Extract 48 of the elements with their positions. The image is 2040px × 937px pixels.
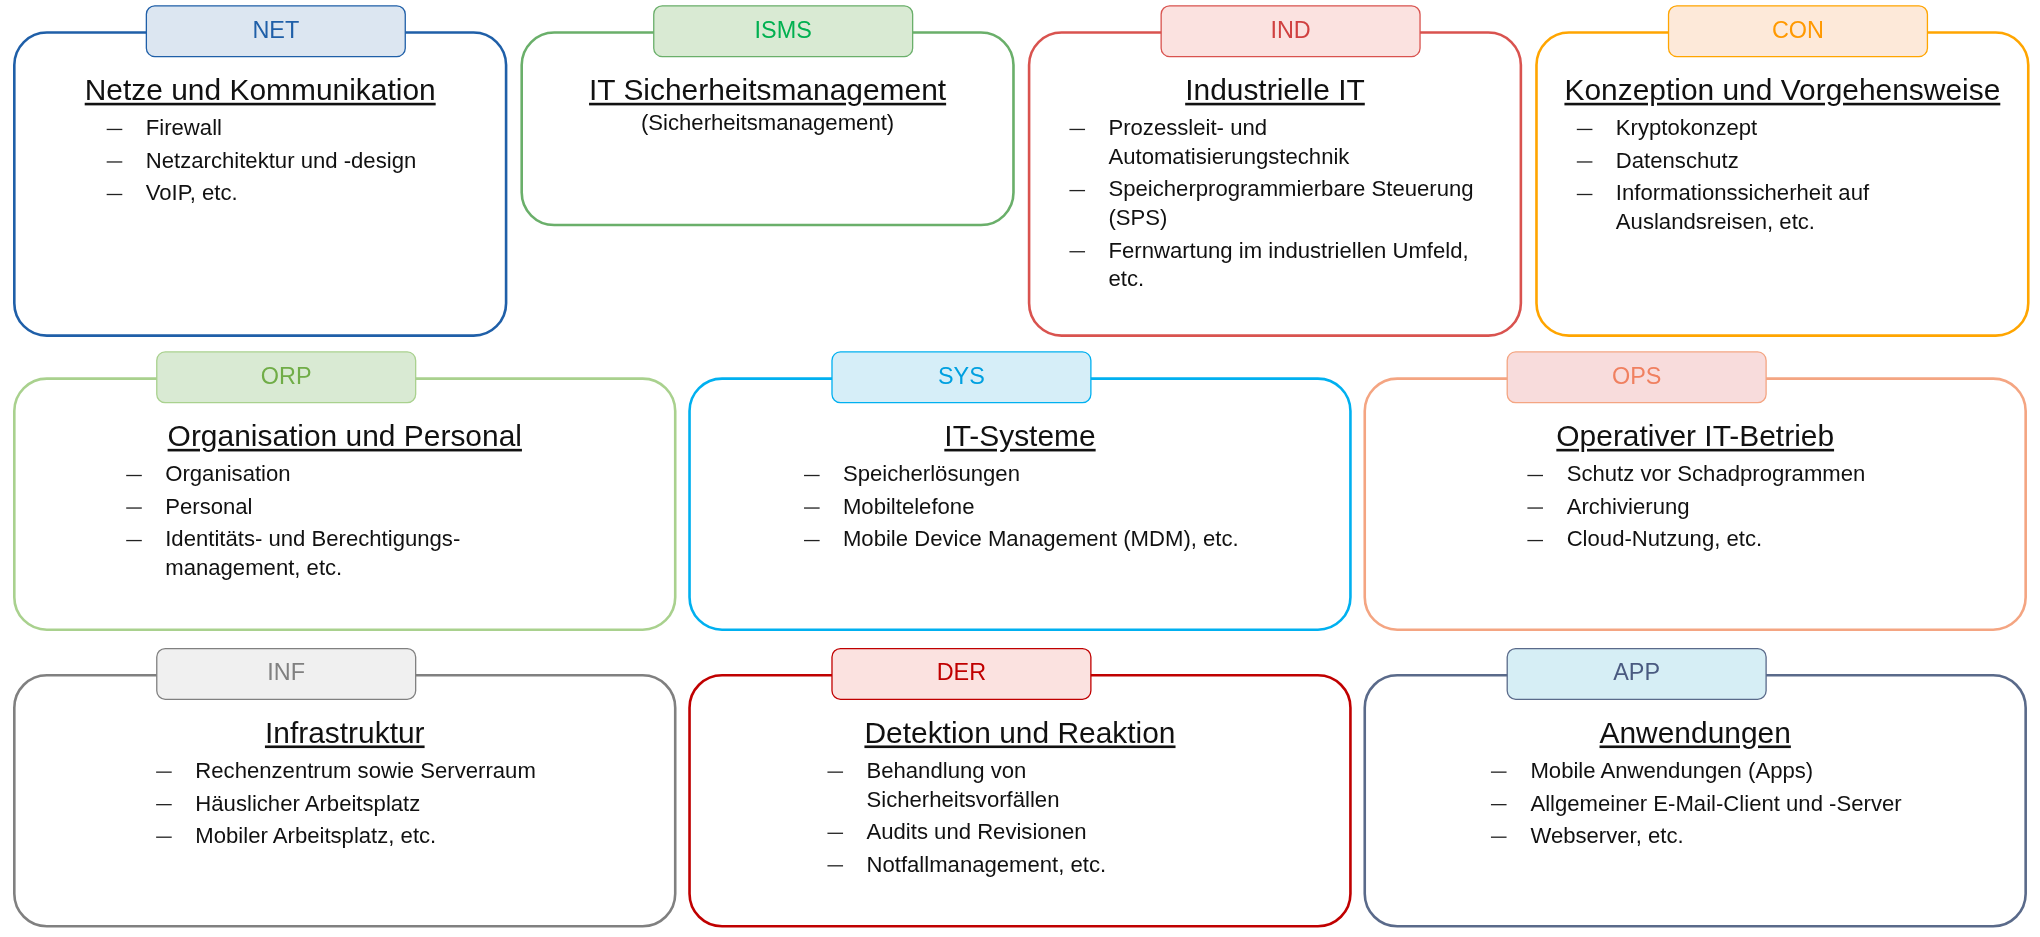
card-title: Industrielle IT	[1185, 72, 1365, 108]
category-tab: IND	[1160, 5, 1421, 58]
category-tab: DER	[831, 647, 1092, 700]
list-item: VoIP, etc.	[104, 179, 417, 209]
list-item: Firewall	[104, 114, 417, 144]
card-title: Anwendungen	[1599, 715, 1791, 751]
card-title: Detektion und Reaktion	[864, 715, 1176, 751]
category-tab: SYS	[831, 351, 1092, 404]
list-item: Mobiler Arbeitsplatz, etc.	[153, 822, 536, 851]
card-title: Organisation und Personal	[167, 418, 522, 455]
card-title: Netze und Kommunikation	[84, 72, 436, 108]
list-item: Cloud-Nutzung, etc.	[1525, 525, 1866, 555]
category-tab: APP	[1506, 647, 1767, 700]
list-item: Notfallmanagement, etc.	[824, 850, 1216, 880]
list-item: Prozessleit- und Automatisierungstechnik	[1066, 114, 1484, 172]
category-tab: ISMS	[653, 5, 914, 58]
category-tab: CON	[1667, 5, 1929, 58]
list-item: Personal	[123, 493, 566, 522]
list-item: Audits und Revisionen	[824, 818, 1216, 847]
list-item: Fernwartung im industriellen Umfeld, etc.	[1066, 236, 1484, 295]
list-item: Datenschutz	[1574, 147, 1991, 176]
list-item: Behandlung von Sicherheitsvorfällen	[824, 757, 1216, 815]
list-item: Mobile Device Management (MDM), etc.	[801, 525, 1239, 555]
list-item: Mobile Anwendungen (Apps)	[1488, 757, 1902, 786]
list-item: Netzarchitektur und -design	[104, 147, 417, 176]
list-item: Archivierung	[1525, 493, 1866, 522]
list-item: Speicherprogrammierbare Steuerung (SPS)	[1066, 175, 1484, 233]
list-item: Mobiltelefone	[801, 493, 1239, 522]
card-title: Infrastruktur	[264, 715, 425, 751]
category-tab: OPS	[1506, 351, 1767, 404]
card-title: IT-Systeme	[944, 418, 1096, 455]
card-title: Konzeption und Vorgehensweise	[1564, 72, 2001, 108]
category-tab: ORP	[156, 351, 417, 404]
list-item: Organisation	[123, 460, 566, 490]
list-item: Informationssicherheit auf Auslandsreisen, etc.	[1574, 179, 1991, 237]
card-subtitle: (Sicherheitsmanagement)	[640, 110, 895, 137]
list-item: Schutz vor Schadprogrammen	[1525, 460, 1866, 490]
category-tab: NET	[145, 5, 406, 58]
list-item: Speicherlösungen	[801, 460, 1239, 490]
list-item: Webserver, etc.	[1488, 822, 1902, 851]
card-title: IT Sicherheitsmanagement	[589, 72, 947, 108]
category-tab: INF	[156, 647, 417, 700]
list-item: Häuslicher Arbeitsplatz	[153, 789, 536, 819]
list-item: Identitäts- und Berechtigungs-management, etc.	[123, 525, 566, 583]
list-item: Kryptokonzept	[1574, 114, 1991, 144]
list-item: Allgemeiner E-Mail-Client und -Server	[1488, 789, 1902, 819]
list-item: Rechenzentrum sowie Serverraum	[153, 757, 536, 786]
card-title: Operativer IT-Betrieb	[1556, 418, 1835, 455]
